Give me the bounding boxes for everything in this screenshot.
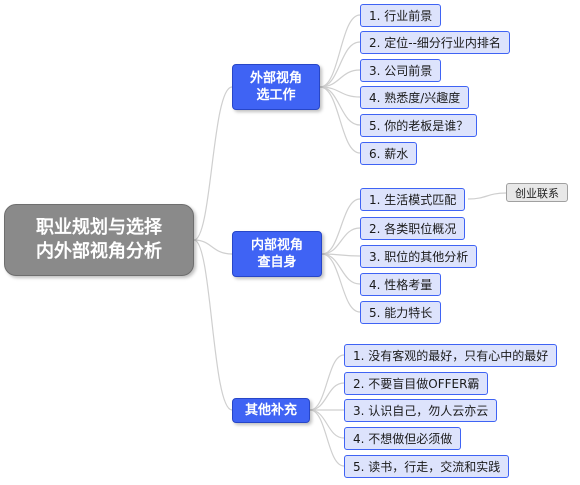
- connector-root-branch-internal: [193, 239, 233, 255]
- leaf-label: 3. 公司前景: [369, 64, 433, 78]
- connector-root-branch-other: [193, 239, 233, 411]
- leaf-external-5: 5. 你的老板是谁？: [360, 114, 478, 137]
- connector-external-item-1: [319, 14, 361, 88]
- connector-other-item-4: [309, 409, 345, 439]
- leaf-label: 4. 熟悉度/兴趣度: [369, 91, 461, 105]
- leaf-external-6: 6. 薪水: [360, 142, 418, 165]
- connector-other-item-5: [309, 409, 345, 467]
- leaf-other-5: 5. 读书，行走，交流和实践: [344, 455, 510, 478]
- leaf-label: 6. 薪水: [369, 147, 409, 161]
- leaf-other-1: 1. 没有客观的最好，只有心中的最好: [344, 344, 558, 367]
- connector-other-item-1: [309, 354, 345, 411]
- leaf-label: 5. 你的老板是谁？: [369, 119, 469, 133]
- extra-label: 创业联系: [515, 186, 559, 200]
- leaf-other-3: 3. 认识自己，勿人云亦云: [344, 399, 498, 422]
- leaf-label: 5. 读书，行走，交流和实践: [353, 460, 501, 474]
- branch-label: 其他补充: [244, 403, 297, 418]
- connector-external-item-3: [319, 69, 361, 88]
- leaf-label: 4. 不想做但必须做: [353, 432, 453, 446]
- leaf-internal-4: 4. 性格考量: [360, 273, 442, 296]
- leaf-label: 2. 不要盲目做OFFER霸: [353, 377, 480, 391]
- leaf-label: 2. 各类职位概况: [369, 222, 457, 236]
- leaf-external-1: 1. 行业前景: [360, 4, 442, 27]
- branch-label: 内部视角 查自身: [250, 238, 303, 270]
- connector-external-item-6: [319, 86, 361, 154]
- leaf-label: 4. 性格考量: [369, 278, 433, 292]
- leaf-internal-2: 2. 各类职位概况: [360, 217, 466, 240]
- leaf-external-3: 3. 公司前景: [360, 59, 442, 82]
- leaf-label: 3. 职位的其他分析: [369, 250, 469, 264]
- leaf-internal-3: 3. 职位的其他分析: [360, 245, 478, 268]
- leaf-label: 1. 行业前景: [369, 9, 433, 23]
- connector-internal-item-1: [321, 198, 361, 255]
- connector-extra: [467, 192, 507, 200]
- leaf-internal-5: 5. 能力特长: [360, 301, 442, 324]
- leaf-label: 3. 认识自己，勿人云亦云: [353, 404, 489, 418]
- connector-internal-item-4: [321, 253, 361, 285]
- connector-root-branch-external: [193, 86, 233, 241]
- leaf-other-4: 4. 不想做但必须做: [344, 427, 462, 450]
- leaf-internal-1: 1. 生活模式匹配: [360, 188, 466, 211]
- connector-other-item-2: [309, 382, 345, 411]
- branch-internal-view: 内部视角 查自身: [232, 231, 322, 277]
- leaf-label: 5. 能力特长: [369, 306, 433, 320]
- connector-internal-item-2: [321, 227, 361, 255]
- extra-note: 创业联系: [506, 183, 568, 202]
- connector-internal-item-5: [321, 253, 361, 313]
- leaf-label: 2. 定位--细分行业内排名: [369, 36, 501, 50]
- root-node: 职业规划与选择 内外部视角分析: [4, 204, 194, 276]
- leaf-other-2: 2. 不要盲目做OFFER霸: [344, 372, 489, 395]
- branch-external-view: 外部视角 选工作: [232, 64, 320, 110]
- leaf-external-4: 4. 熟悉度/兴趣度: [360, 86, 470, 109]
- branch-other: 其他补充: [232, 398, 310, 423]
- leaf-external-2: 2. 定位--细分行业内排名: [360, 31, 510, 54]
- leaf-label: 1. 没有客观的最好，只有心中的最好: [353, 349, 549, 363]
- leaf-label: 1. 生活模式匹配: [369, 193, 457, 207]
- root-label: 职业规划与选择 内外部视角分析: [36, 217, 162, 262]
- connector-external-item-2: [319, 41, 361, 88]
- branch-label: 外部视角 选工作: [249, 71, 302, 103]
